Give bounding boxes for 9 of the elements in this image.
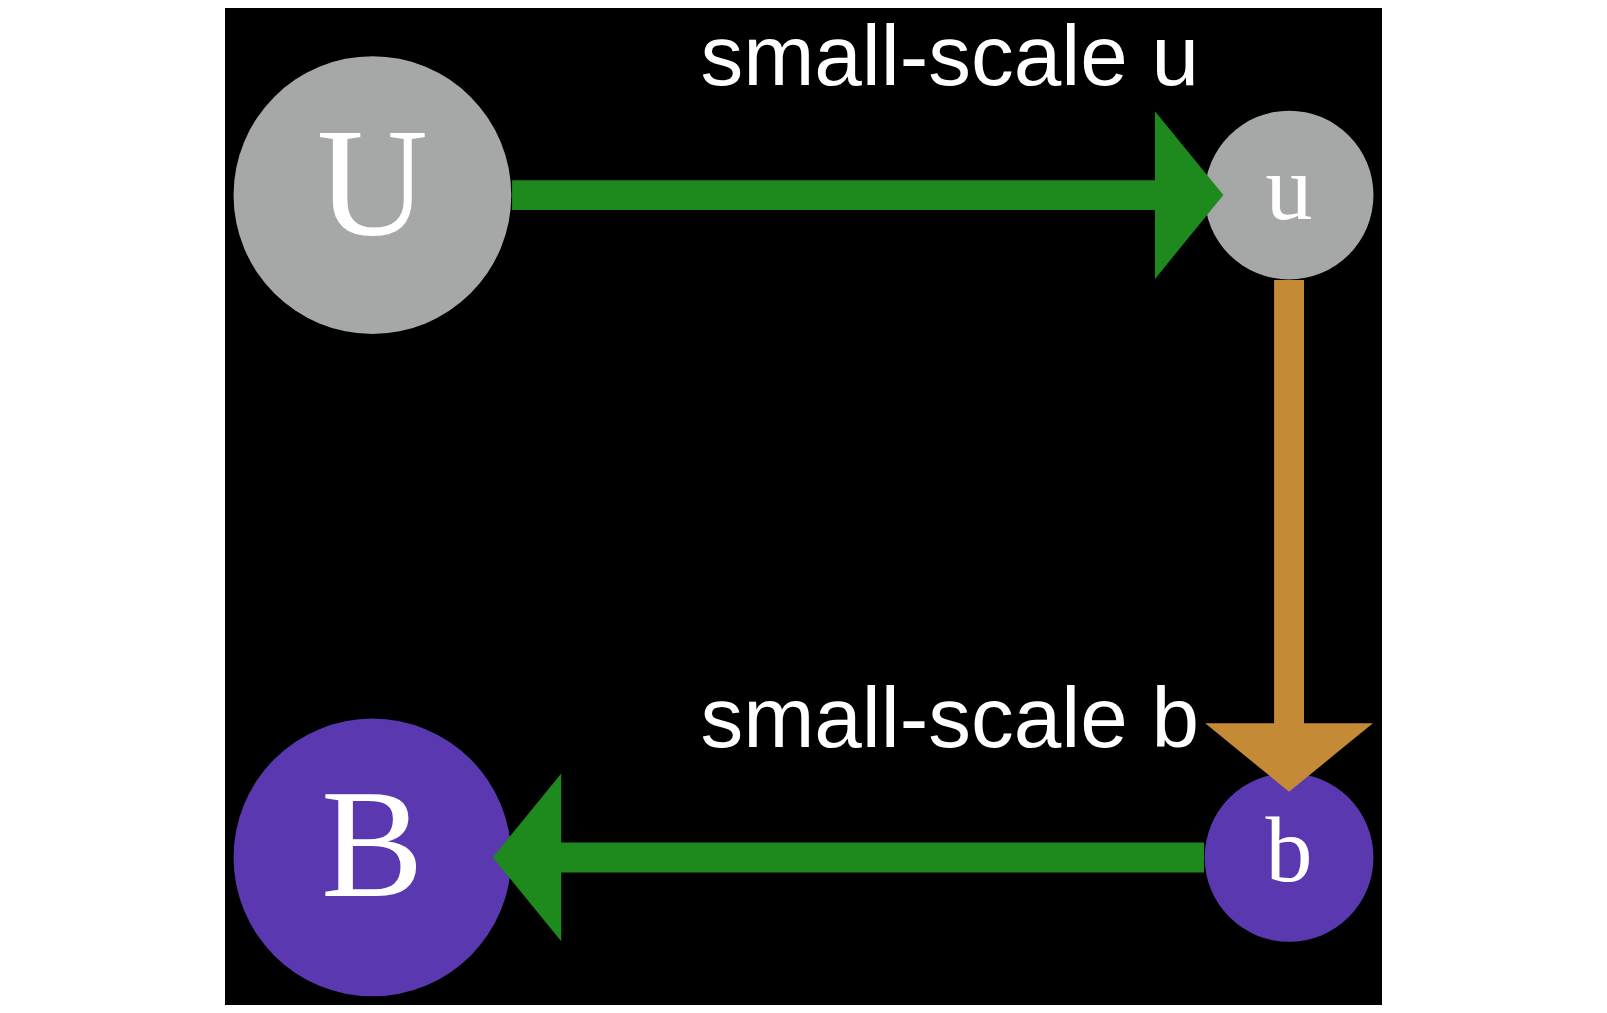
node-label: small-scale b [700,670,1200,766]
node-circle: B [233,718,512,997]
node-circle: b [1204,773,1374,942]
arrow [492,773,1205,942]
node-circle: U [233,56,512,334]
node-circle: u [1204,110,1374,280]
arrow [512,111,1224,279]
node-label: small-scale u [700,8,1200,104]
arrow [1205,279,1373,792]
